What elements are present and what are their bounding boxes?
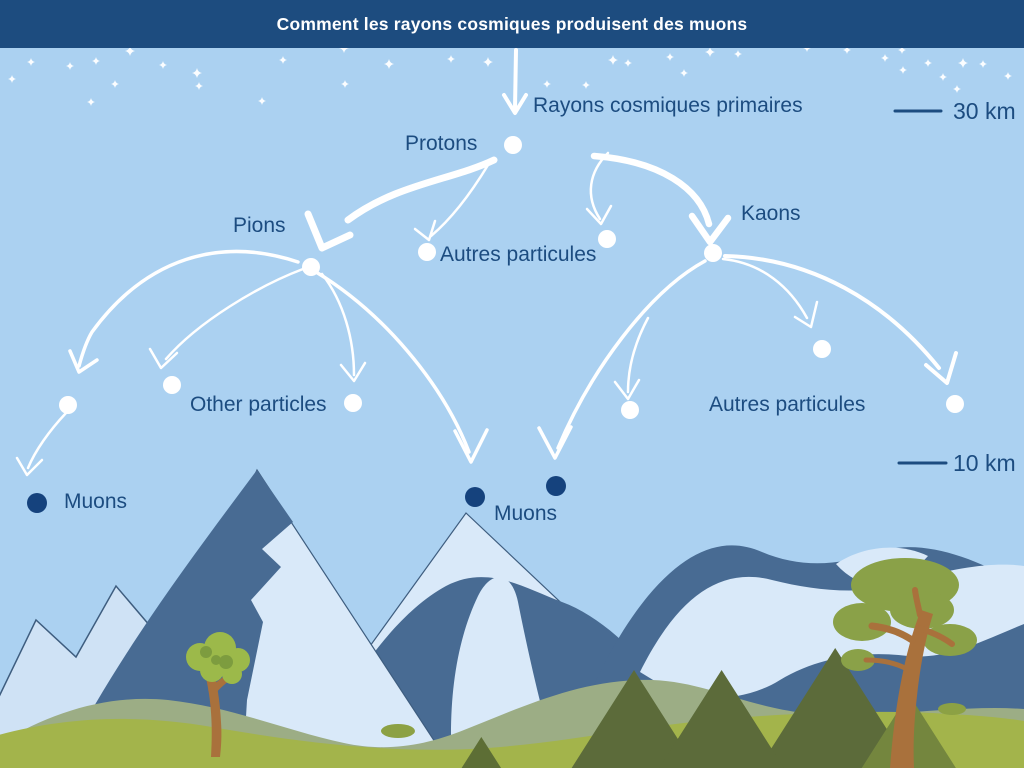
star-icon bbox=[680, 69, 688, 77]
stars-layer bbox=[8, 43, 1012, 106]
star-icon bbox=[924, 59, 932, 67]
white-particle-cascade-droite-3 bbox=[946, 395, 964, 413]
star-icon bbox=[27, 58, 35, 66]
arrow-pions-vers-muons bbox=[314, 270, 489, 464]
star-icon bbox=[92, 57, 100, 65]
white-particle-pion bbox=[302, 258, 320, 276]
star-icon bbox=[66, 62, 74, 70]
star-icon bbox=[483, 57, 493, 67]
star-icon bbox=[258, 97, 266, 105]
star-icon bbox=[279, 56, 287, 64]
star-icon bbox=[979, 60, 987, 68]
star-icon bbox=[543, 80, 551, 88]
arrow-kaons-vers-autre-1 bbox=[613, 316, 650, 401]
white-particle-proton bbox=[504, 136, 522, 154]
arrow-pions-vers-centre-gauche bbox=[148, 267, 305, 370]
star-icon bbox=[666, 53, 674, 61]
arrow-protons-vers-kaons bbox=[590, 152, 732, 246]
arrow-pions-vers-gauche bbox=[68, 249, 300, 374]
white-particle-cascade-gauche-2 bbox=[163, 376, 181, 394]
white-particle-cascade-gauche-1 bbox=[59, 396, 77, 414]
star-icon bbox=[341, 80, 349, 88]
white-particle-cascade-gauche-3 bbox=[344, 394, 362, 412]
muon-particle-muon-gauche bbox=[27, 493, 47, 513]
arrow-kaons-vers-autre-2 bbox=[721, 257, 819, 329]
arrows-layer bbox=[15, 48, 958, 477]
star-icon bbox=[958, 58, 968, 68]
muon-particle-muon-centre-1 bbox=[465, 487, 485, 507]
star-icon bbox=[803, 44, 811, 52]
star-icon bbox=[624, 59, 632, 67]
star-icon bbox=[953, 85, 961, 93]
star-icon bbox=[939, 73, 947, 81]
particles-layer bbox=[27, 136, 964, 513]
arrow-protons-vers-pions bbox=[304, 156, 498, 252]
arrow-gauche-vers-muon bbox=[15, 411, 68, 477]
star-icon bbox=[111, 80, 119, 88]
star-icon bbox=[1004, 72, 1012, 80]
star-icon bbox=[705, 47, 715, 57]
mountain-tall-slate-face bbox=[60, 470, 293, 768]
small-deciduous-tree bbox=[186, 632, 250, 757]
bush bbox=[938, 703, 966, 715]
bush bbox=[381, 724, 415, 738]
arrow-kaons-vers-droite bbox=[723, 254, 958, 385]
white-particle-autre-milieu-gauche bbox=[418, 243, 436, 261]
title-bar: Comment les rayons cosmiques produisent … bbox=[0, 0, 1024, 48]
page-title: Comment les rayons cosmiques produisent … bbox=[276, 13, 748, 34]
white-particle-autre-milieu-droite bbox=[598, 230, 616, 248]
star-icon bbox=[898, 46, 906, 54]
star-icon bbox=[384, 59, 394, 69]
white-particle-kaon bbox=[704, 244, 722, 262]
muon-particle-muon-centre-2 bbox=[546, 476, 566, 496]
star-icon bbox=[125, 46, 135, 56]
large-tree bbox=[833, 558, 977, 768]
star-icon bbox=[192, 68, 202, 78]
white-particle-cascade-droite-2 bbox=[813, 340, 831, 358]
arrow-entree-rayon bbox=[502, 48, 528, 115]
star-icon bbox=[843, 46, 851, 54]
star-icon bbox=[608, 55, 618, 65]
white-particle-cascade-droite-1 bbox=[621, 401, 639, 419]
star-icon bbox=[881, 54, 889, 62]
star-icon bbox=[447, 55, 455, 63]
star-icon bbox=[8, 75, 16, 83]
star-icon bbox=[195, 82, 203, 90]
star-icon bbox=[582, 81, 590, 89]
star-icon bbox=[159, 61, 167, 69]
star-icon bbox=[339, 43, 349, 53]
star-icon bbox=[734, 50, 742, 58]
arrow-pions-vers-centre-droit bbox=[320, 272, 367, 383]
altitude-lines-layer bbox=[893, 109, 948, 465]
star-icon bbox=[87, 98, 95, 106]
arrow-kaons-vers-muons bbox=[537, 259, 707, 460]
arrow-protons-vers-autre-droit bbox=[585, 151, 613, 226]
arrow-protons-vers-autres bbox=[413, 163, 490, 242]
star-icon bbox=[899, 66, 907, 74]
